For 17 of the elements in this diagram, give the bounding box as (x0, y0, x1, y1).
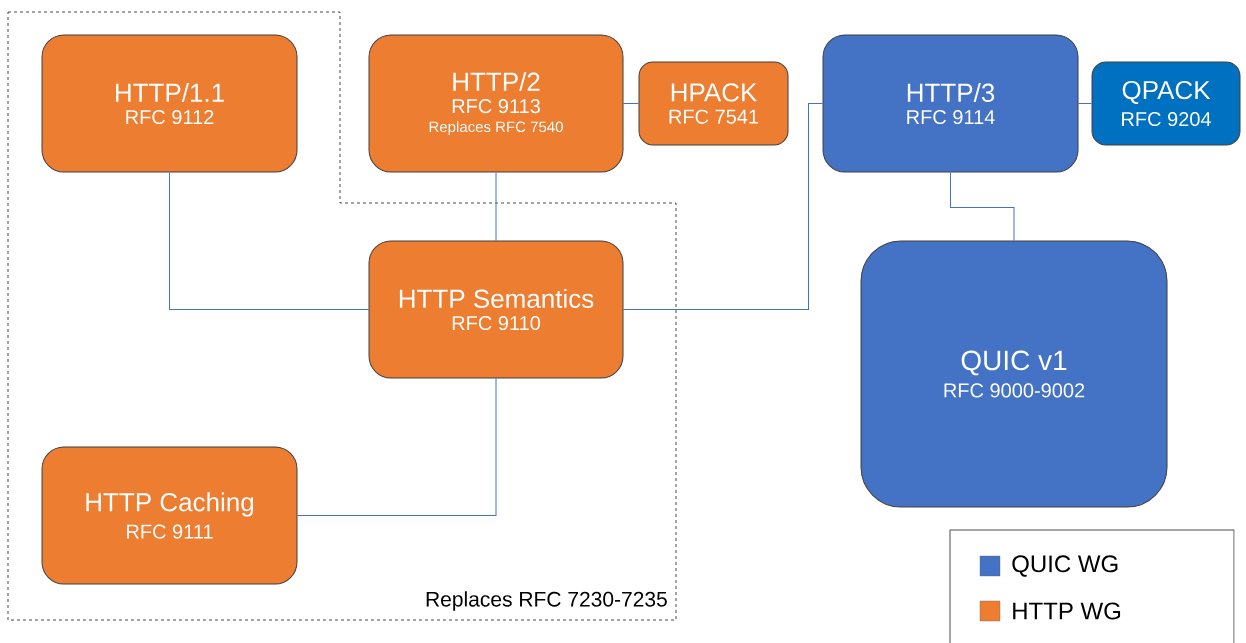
connector-line (495, 172, 497, 241)
rfc-box: QPACK RFC 9204 (1091, 61, 1241, 146)
legend-label: HTTP WG (1013, 602, 1121, 620)
connector-line (623, 103, 823, 310)
connector-line (1078, 103, 1092, 104)
rfc-box: QUIC v1 RFC 9000-9002 (860, 240, 1168, 508)
legend-label: QUIC WG (1012, 555, 1118, 577)
connector-line (950, 172, 1015, 241)
connector-line (169, 172, 369, 310)
rfc-box: HPACK RFC 7541 (638, 61, 789, 146)
rfc-box: HTTP Semantics RFC 9110 (368, 240, 624, 379)
connector-line (297, 378, 497, 516)
rfc-box: HTTP/2 RFC 9113 Replaces RFC 7540 (368, 34, 624, 173)
connector-line (623, 103, 639, 104)
rfc-box: HTTP/1.1 RFC 9112 (41, 34, 298, 173)
rfc-box: HTTP Caching RFC 9111 (41, 446, 298, 585)
rfc-box: HTTP/3 RFC 9114 (822, 34, 1079, 173)
